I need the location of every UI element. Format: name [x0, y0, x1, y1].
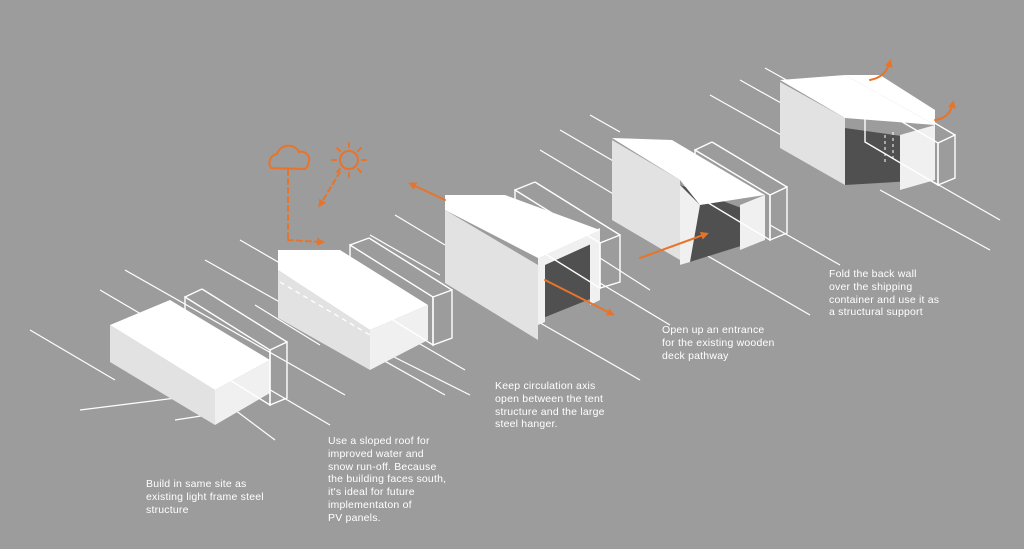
step-4-diagram — [539, 114, 841, 316]
steel-frame-outline — [184, 288, 288, 407]
step-4-caption: Open up an entrance for the existing woo… — [662, 324, 775, 362]
step-2-caption: Use a sloped roof for improved water and… — [328, 435, 447, 524]
steel-frame-outline — [514, 181, 621, 290]
step-3-caption: Keep circulation axis open between the t… — [495, 380, 605, 431]
steel-frame-outline — [694, 141, 788, 242]
arrow-icon — [934, 100, 956, 121]
step-5-diagram — [709, 59, 1001, 251]
step-5-caption: Fold the back wall over the shipping con… — [829, 268, 940, 319]
entrance-block — [612, 138, 765, 265]
step-3-diagram — [369, 181, 671, 381]
sloped-roof-block — [278, 250, 428, 370]
arrow-icon — [408, 182, 446, 201]
arrow-icon — [869, 59, 893, 81]
step-1-diagram — [29, 269, 346, 441]
steel-frame-outline — [349, 237, 453, 347]
sun-icon — [318, 142, 367, 208]
step-1-caption: Build in same site as existing light fra… — [146, 478, 264, 516]
arrow-icon — [544, 279, 615, 316]
container-block — [110, 300, 270, 425]
steel-frame-outline — [864, 91, 956, 187]
cloud-icon — [268, 144, 325, 246]
step-2-diagram — [204, 142, 471, 396]
open-axis-block — [445, 195, 600, 340]
folded-wall-block — [780, 75, 935, 190]
arrow-icon — [639, 231, 709, 259]
